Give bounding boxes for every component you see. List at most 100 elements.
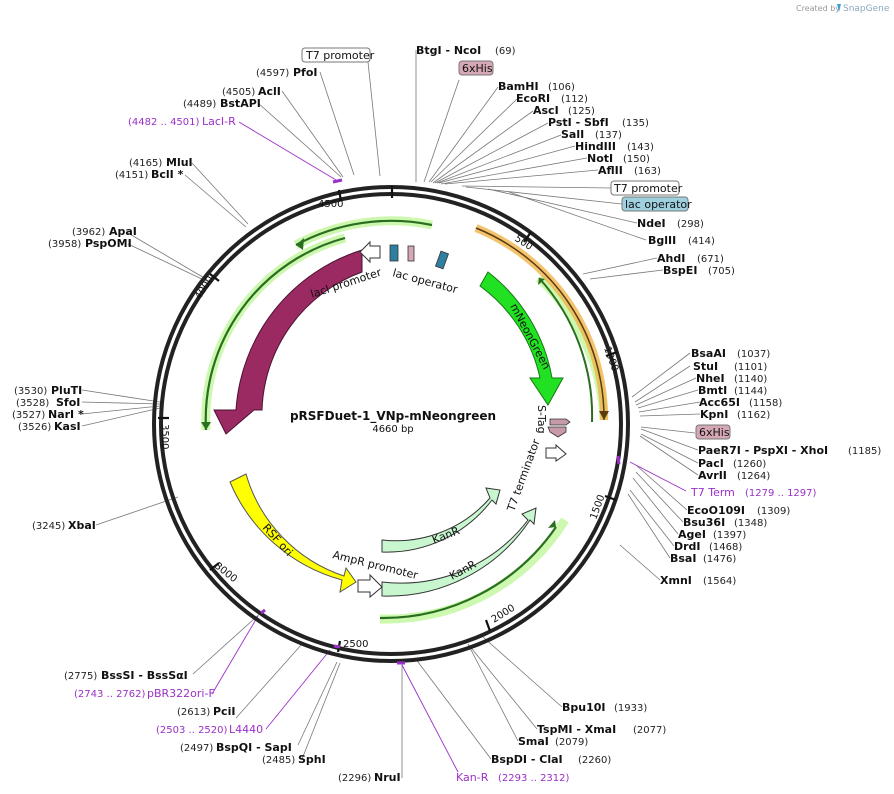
enzyme-bspei-pos: (705): [708, 266, 735, 277]
enzyme-psti-sbfi: PstI - SbfI: [548, 116, 609, 129]
enzyme-ecoo109i-pos: (1309): [757, 506, 790, 517]
primer-leaders: [211, 121, 687, 773]
enzyme-bsu36i-pos: (1348): [734, 518, 767, 529]
green-arc-right: [538, 277, 594, 423]
orange-region-arrowhead: [599, 411, 609, 420]
enzyme-acli-pos: (4505): [222, 87, 255, 98]
enzyme-drdi-pos: (1468): [709, 542, 742, 553]
enzyme-sali: SalI: [561, 128, 584, 141]
enzyme-hindiii: HindIII: [575, 140, 616, 153]
snapgene-logo-icon: [837, 4, 841, 12]
enzyme-ecori-pos: (112): [561, 94, 588, 105]
enzyme-bspdi-pos: (2260): [578, 755, 611, 766]
tick-2000: 2000: [490, 603, 517, 626]
enzyme-bspqi-pos: (2497): [180, 743, 213, 754]
enzyme-mlui-pos: (4165): [129, 158, 162, 169]
enzyme-nrui-pos: (2296): [338, 773, 371, 784]
enzyme-bstapi: BstAPI: [220, 97, 261, 110]
enzyme-bstapi-pos: (4489): [183, 99, 216, 110]
enzyme-xbai: XbaI: [68, 519, 96, 532]
enzyme-bpu10i: Bpu10I: [562, 701, 606, 714]
kanr-inner-label: KanR: [430, 524, 462, 547]
primer-l4440: L4440: [229, 723, 263, 736]
laci-promoter-arrow: [359, 240, 381, 264]
enzyme-smai-pos: (2079): [555, 737, 588, 748]
enzyme-btgi-ncoi-pos: (69): [495, 46, 516, 57]
lac-operator-box-1: [389, 244, 399, 262]
enzyme-paci: PacI: [698, 457, 724, 470]
enzyme-smai: SmaI: [518, 735, 549, 748]
t7-promoter-right-box: [610, 180, 680, 196]
enzyme-paer7i-pspxi-xhoi: PaeR7I - PspXI - XhoI: [698, 444, 828, 457]
enzyme-bamhi-pos: (106): [548, 82, 575, 93]
enzyme-paer7i-pos: (1185): [848, 446, 881, 457]
s-tag-arrow: [547, 426, 567, 438]
enzyme-stui-pos: (1101): [734, 362, 767, 373]
enzyme-bcli-pos: (4151): [115, 170, 148, 181]
created-by-label: Created by: [796, 4, 840, 13]
enzyme-avrii-pos: (1264): [737, 471, 770, 482]
enzyme-apai: ApaI: [109, 225, 137, 238]
tick-3500: 3500: [159, 424, 170, 449]
t7-terminator-arrow: [545, 443, 567, 462]
lac-operator-box-2: [434, 250, 450, 270]
primer-t7-term: T7 Term: [690, 486, 735, 499]
enzyme-bspdi-clai: BspDI - ClaI: [491, 753, 563, 766]
enzyme-xmni-pos: (1564): [703, 576, 736, 587]
primer-t7-term-pos: (1279 .. 1297): [745, 488, 817, 499]
enzyme-sphi-pos: (2485): [262, 755, 295, 766]
enzyme-tspmi-pos: (2077): [633, 725, 666, 736]
enzyme-bsu36i: Bsu36I: [683, 516, 725, 529]
enzyme-psti-sbfi-pos: (135): [622, 118, 649, 129]
enzyme-ndei: NdeI: [637, 217, 666, 230]
bottom-green-arc: [379, 526, 557, 620]
enzyme-pcii: PciI: [213, 705, 235, 718]
enzyme-nrui: NruI: [374, 771, 401, 784]
kanr-outer-feature: [381, 507, 537, 597]
enzyme-ndei-pos: (298): [677, 219, 704, 230]
tick-4500: 4500: [318, 199, 343, 210]
enzyme-bsaai-pos: (1037): [737, 349, 770, 360]
enzyme-noti-pos: (150): [623, 154, 650, 165]
enzyme-nari: NarI *: [48, 408, 84, 421]
primer-laci-r-pos: (4482 .. 4501): [128, 117, 200, 128]
enzyme-acli: AclI: [258, 85, 281, 98]
his-top-box: [458, 60, 494, 76]
t7-promoter-top-box: [301, 47, 371, 63]
enzyme-asci-pos: (125): [568, 106, 595, 117]
plasmid-size: 4660 bp: [372, 424, 413, 435]
enzyme-bsssi: BssSI - BssSαI: [101, 669, 188, 682]
primer-l4440-pos: (2503 .. 2520): [156, 725, 228, 736]
enzyme-bsai: BsaI: [670, 552, 696, 565]
lac-operator-label: lac operator: [391, 266, 459, 296]
mneongreen-label: mNeonGreen: [507, 301, 553, 371]
ampr-promoter-arrow: [357, 573, 383, 599]
enzyme-acc65i-pos: (1158): [749, 398, 782, 409]
enzyme-pcii-pos: (2613): [177, 707, 210, 718]
rsf-ori-feature: [229, 473, 357, 594]
enzyme-sfoi-pos: (3528): [16, 398, 49, 409]
laci-promoter-arrowhead: [296, 238, 304, 250]
laci-promoter-arc: [295, 219, 433, 246]
enzyme-kpni-pos: (1162): [737, 410, 770, 421]
enzyme-tspmi-xmai: TspMI - XmaI: [537, 723, 616, 736]
enzyme-apai-pos: (3962): [72, 227, 105, 238]
lac-operator-right-box: [621, 196, 689, 212]
enzyme-pfoi-pos: (4597): [256, 68, 289, 79]
enzyme-kasi: KasI: [54, 420, 81, 433]
enzyme-agei: AgeI: [678, 528, 706, 541]
enzyme-xbai-pos: (3245): [32, 521, 65, 532]
s-tag-feature: [549, 418, 571, 426]
enzyme-drdi: DrdI: [674, 540, 701, 553]
tick-2500: 2500: [343, 639, 368, 650]
enzyme-ahdi: AhdI: [657, 252, 685, 265]
enzyme-bglii: BglII: [648, 234, 676, 247]
enzyme-bamhi: BamHI: [498, 80, 539, 93]
enzyme-bspqi-sapi: BspQI - SapI: [216, 741, 292, 754]
laci-arc-left-arrowhead: [201, 422, 211, 430]
his-top-label: 6xHis: [462, 62, 493, 75]
enzyme-ecoo109i: EcoO109I: [687, 504, 745, 517]
brand-label: SnapGene: [843, 4, 890, 14]
enzyme-bsssi-pos: (2775): [64, 671, 97, 682]
enzyme-acc65i: Acc65I: [699, 396, 740, 409]
